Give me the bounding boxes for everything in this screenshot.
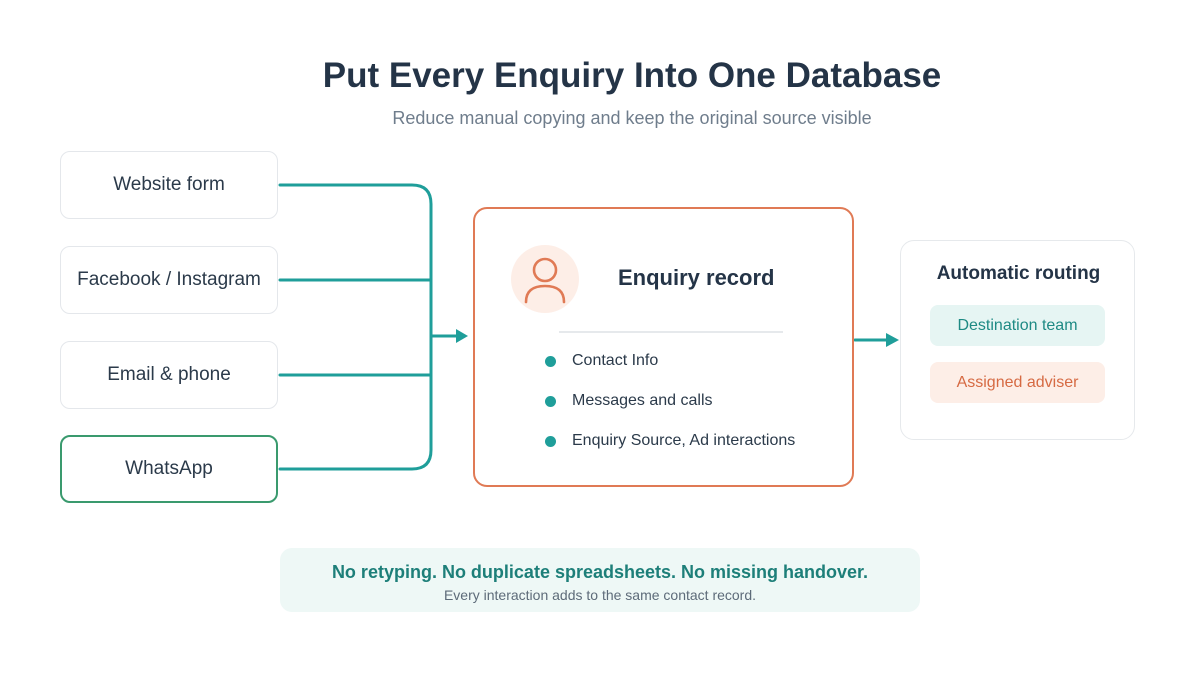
record-item-label: Contact Info — [572, 352, 659, 369]
connector-whatsapp — [278, 334, 433, 471]
source-label: Facebook / Instagram — [77, 269, 261, 290]
page-title: Put Every Enquiry Into One Database — [322, 56, 942, 95]
bullet-dot — [545, 435, 556, 447]
page-subtitle: Reduce manual copying and keep the origi… — [392, 108, 872, 128]
bullet-dot — [545, 395, 556, 407]
summary-banner: No retyping. No duplicate spreadsheets. … — [280, 548, 920, 612]
connector-website — [278, 183, 433, 338]
banner-headline: No retyping. No duplicate spreadsheets. … — [331, 562, 869, 582]
record-item-label: Enquiry Source, Ad interactions — [572, 432, 796, 449]
source-label: Website form — [113, 174, 225, 195]
routing-title: Automatic routing — [936, 263, 1101, 284]
source-facebook-instagram: Facebook / Instagram — [60, 246, 278, 314]
record-divider — [559, 331, 783, 333]
record-item: Enquiry Source, Ad interactions — [545, 429, 795, 453]
user-icon — [511, 245, 579, 313]
arrow-head-routing — [886, 333, 899, 347]
automatic-routing-card: Automatic routing Destination team Assig… — [900, 240, 1135, 440]
destination-team-pill: Destination team — [930, 305, 1105, 346]
source-whatsapp: WhatsApp — [60, 435, 278, 503]
pill-label: Destination team — [957, 316, 1078, 334]
source-website-form: Website form — [60, 151, 278, 219]
source-email-phone: Email & phone — [60, 341, 278, 409]
pill-label: Assigned adviser — [956, 373, 1079, 391]
bullet-dot — [545, 355, 556, 367]
source-label: WhatsApp — [125, 458, 213, 479]
arrow-head-record — [456, 329, 468, 343]
enquiry-record-card: Enquiry record Contact Info Messages and… — [473, 207, 854, 487]
record-item-label: Messages and calls — [572, 392, 713, 409]
record-item: Contact Info — [545, 349, 658, 373]
source-label: Email & phone — [107, 364, 231, 385]
assigned-adviser-pill: Assigned adviser — [930, 362, 1105, 403]
banner-subtext: Every interaction adds to the same conta… — [443, 587, 757, 603]
record-title: Enquiry record — [618, 265, 775, 290]
record-item: Messages and calls — [545, 389, 713, 413]
